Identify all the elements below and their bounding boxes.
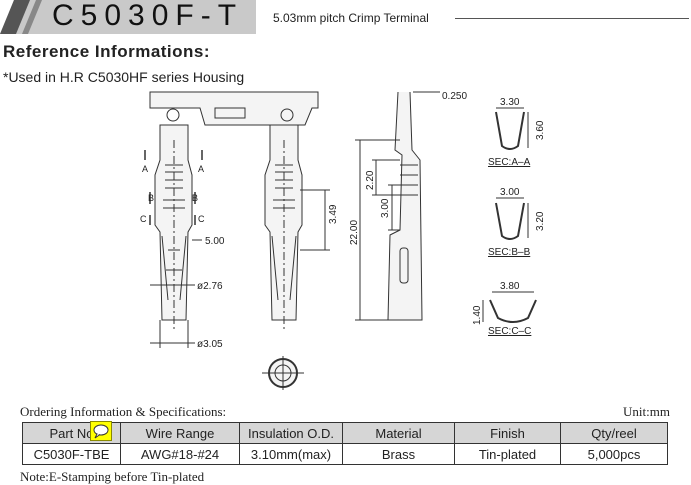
mark-c-right: C: [198, 214, 205, 224]
part-number-title: C5030F-T: [52, 0, 244, 32]
reference-heading: Reference Informations:: [3, 42, 211, 61]
side-view: [355, 91, 440, 321]
spec-table-header: Part No Wire Range Insulation O.D. Mater…: [22, 422, 668, 444]
cell-wire-range: AWG#18-#24: [120, 443, 240, 465]
col-finish: Finish: [454, 422, 561, 444]
col-wire-range: Wire Range: [120, 422, 240, 444]
end-view: [262, 356, 304, 390]
front-view: [144, 91, 330, 348]
sec-b-height: 3.20: [535, 211, 546, 231]
section-a: [495, 107, 529, 150]
sec-c-label: SEC:C–C: [488, 326, 531, 337]
dim-5-00: 5.00: [205, 236, 225, 247]
sec-c-height: 1.40: [472, 305, 483, 325]
subtitle: 5.03mm pitch Crimp Terminal: [273, 11, 429, 25]
dim-dia-2-76: ø2.76: [197, 281, 223, 292]
footnote: Note:E-Stamping before Tin-plated: [20, 469, 205, 484]
header-bar: [0, 0, 256, 34]
sec-a-width: 3.30: [500, 97, 520, 108]
spec-table: Part No Wire Range Insulation O.D. Mater…: [22, 422, 668, 465]
unit-label: Unit:mm: [623, 404, 670, 419]
ordering-label: Ordering Information & Specifications:: [20, 404, 227, 419]
section-c: [482, 291, 537, 323]
table-row: C5030F-TBE AWG#18-#24 3.10mm(max) Brass …: [22, 443, 668, 465]
mark-b-left: B: [148, 193, 154, 203]
sec-b-label: SEC:B–B: [488, 247, 531, 258]
mark-c-left: C: [140, 214, 147, 224]
cell-material: Brass: [342, 443, 455, 465]
cell-part-no: C5030F-TBE: [22, 443, 121, 465]
dim-3-49: 3.49: [328, 204, 339, 224]
dim-3-00: 3.00: [380, 198, 391, 218]
sec-a-height: 3.60: [535, 120, 546, 140]
dim-0-250: 0.250: [442, 91, 467, 102]
col-qty: Qty/reel: [560, 422, 668, 444]
subtitle-rule: [455, 18, 689, 19]
comment-icon[interactable]: [90, 421, 112, 441]
mark-b-right: B: [192, 193, 198, 203]
dim-22-00: 22.00: [349, 220, 360, 245]
sec-b-width: 3.00: [500, 187, 520, 198]
technical-drawing: 5.00 ø2.76 ø3.05 3.49 A A B B C C 0.250 …: [140, 91, 546, 390]
cell-finish: Tin-plated: [454, 443, 561, 465]
mark-a-right: A: [198, 164, 204, 174]
col-material: Material: [342, 422, 455, 444]
mark-a-left: A: [142, 164, 148, 174]
col-insulation: Insulation O.D.: [239, 422, 343, 444]
cell-insulation: 3.10mm(max): [239, 443, 343, 465]
dim-dia-3-05: ø3.05: [197, 339, 223, 350]
housing-note: *Used in H.R C5030HF series Housing: [3, 69, 245, 85]
sec-a-label: SEC:A–A: [488, 157, 531, 168]
section-b: [495, 197, 529, 240]
sec-c-width: 3.80: [500, 281, 520, 292]
cell-qty: 5,000pcs: [560, 443, 668, 465]
dim-2-20: 2.20: [365, 170, 376, 190]
